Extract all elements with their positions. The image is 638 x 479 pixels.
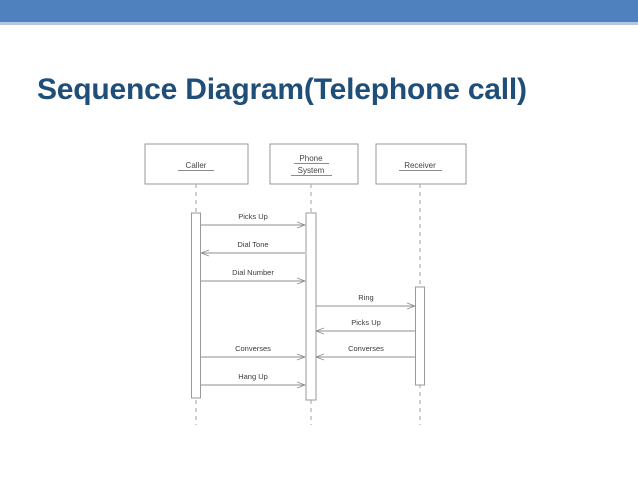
message-label: Picks Up xyxy=(238,212,268,221)
participant-label-receiver: Receiver xyxy=(404,161,436,170)
message-dial-number-caller-to-phone: Dial Number xyxy=(201,268,305,281)
message-hang-up-caller-to-phone: Hang Up xyxy=(201,372,305,385)
message-label: Dial Number xyxy=(232,268,274,277)
message-picks-up-caller-to-phone: Picks Up xyxy=(201,212,305,225)
message-label: Converses xyxy=(235,344,271,353)
participant-boxes: Caller Phone System Receiver xyxy=(144,143,467,185)
participant-label-caller: Caller xyxy=(186,161,207,170)
message-dial-tone-phone-to-caller: Dial Tone xyxy=(201,240,305,253)
message-ring-phone-to-receiver: Ring xyxy=(316,293,415,306)
message-converses-caller-to-phone: Converses xyxy=(201,344,305,357)
activation-bars xyxy=(191,212,425,401)
participant-label-phone-line2: System xyxy=(298,166,325,175)
participant-box-receiver: Receiver xyxy=(375,143,467,185)
participant-box-phone-system: Phone System xyxy=(269,143,359,185)
activation-bar-phone-system xyxy=(305,212,317,401)
participant-box-caller: Caller xyxy=(144,143,249,185)
message-label: Converses xyxy=(348,344,384,353)
slide-top-banner xyxy=(0,0,638,22)
activation-bar-receiver xyxy=(415,286,425,386)
participant-label-phone-line1: Phone xyxy=(299,154,323,163)
messages: Picks Up Dial Tone Dial Number Ring Pick… xyxy=(201,212,415,385)
message-label: Hang Up xyxy=(238,372,268,381)
message-picks-up-receiver-to-phone: Picks Up xyxy=(316,318,415,331)
message-label: Picks Up xyxy=(351,318,381,327)
activation-bar-caller xyxy=(191,212,201,399)
slide-top-accent-line xyxy=(0,22,638,25)
page-title: Sequence Diagram(Telephone call) xyxy=(37,73,527,107)
message-converses-receiver-to-phone: Converses xyxy=(316,344,415,357)
message-label: Ring xyxy=(358,293,373,302)
message-label: Dial Tone xyxy=(237,240,268,249)
